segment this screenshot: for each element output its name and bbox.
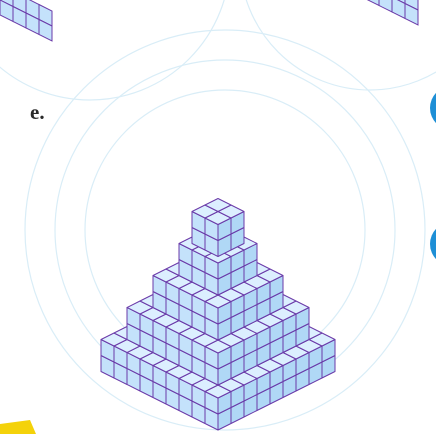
accent-circle — [430, 92, 436, 124]
pyramid-layer — [191, 198, 245, 257]
cube-pyramid — [100, 198, 336, 431]
part-label: e. — [30, 100, 45, 124]
cube-face — [204, 198, 232, 212]
background-arc — [245, 0, 436, 91]
yellow-corner — [0, 420, 36, 434]
cube-face — [366, 0, 380, 7]
background-arc — [0, 0, 225, 101]
cube-face — [378, 0, 393, 13]
side-accents — [0, 92, 436, 434]
cube-face — [391, 0, 406, 20]
cube-face — [38, 18, 53, 42]
neighbor-figure-fragment — [0, 0, 53, 42]
neighbor-figure-fragment — [366, 0, 419, 26]
background-arc — [24, 29, 426, 431]
accent-circle — [430, 228, 436, 260]
neighbor-figure-fragments — [0, 0, 419, 42]
